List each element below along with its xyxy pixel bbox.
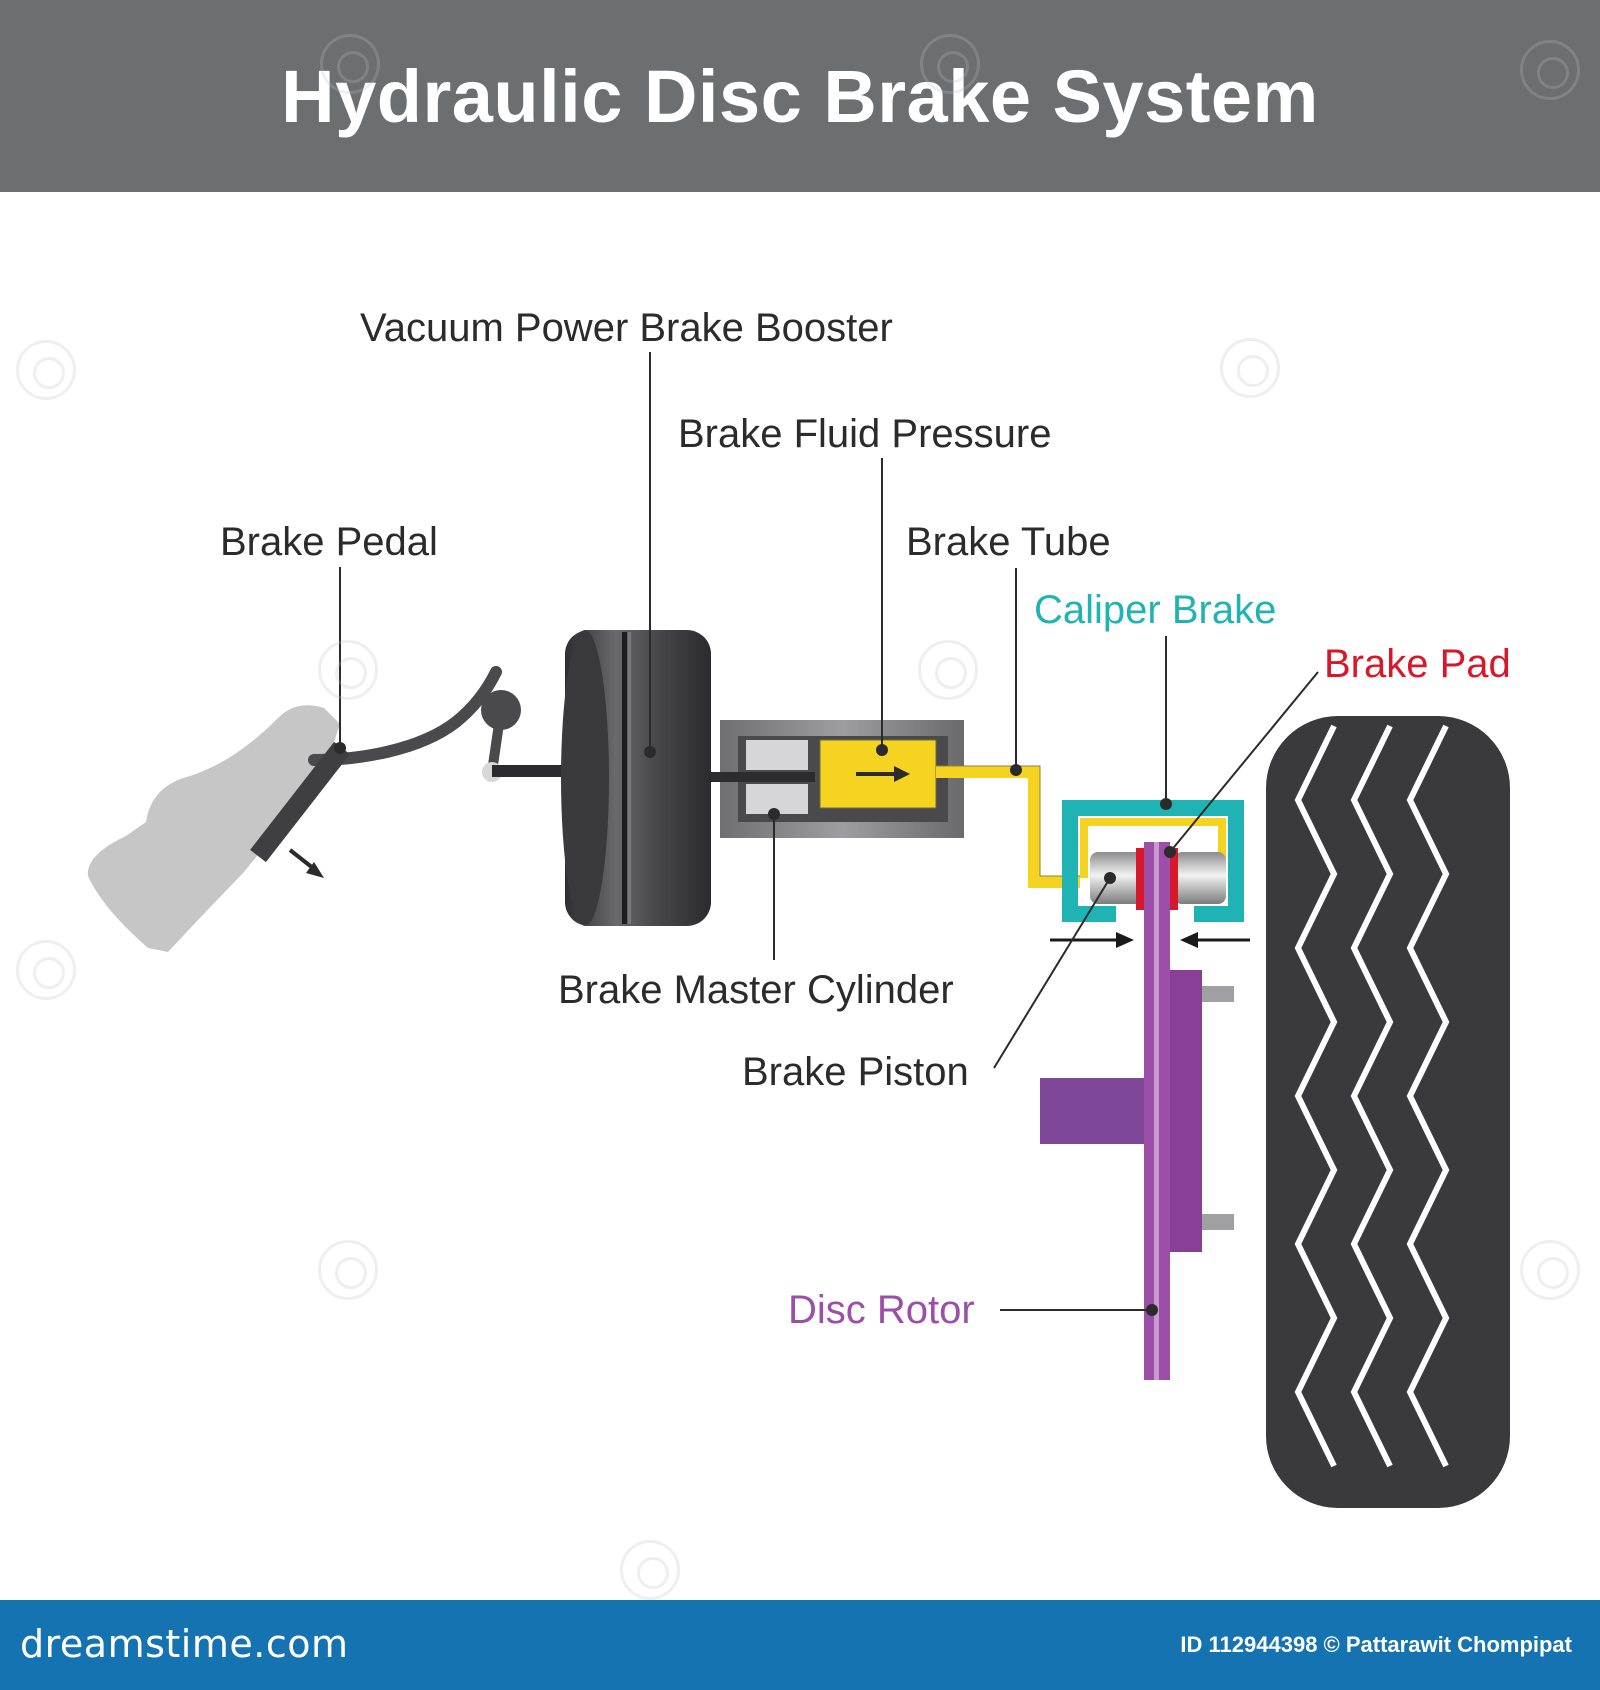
leader-dots — [334, 742, 1176, 1316]
rotor-hat — [1170, 970, 1202, 1252]
clamp-arrow-left-head — [1116, 932, 1134, 948]
rotor-highlight — [1154, 842, 1159, 1380]
tire-groove-3 — [1406, 724, 1450, 1468]
watermark-swirl-icon — [1520, 1240, 1580, 1300]
label-brake-pedal: Brake Pedal — [220, 520, 438, 564]
caliper-piston-right — [1174, 852, 1226, 904]
master-piston-rod — [711, 772, 815, 782]
footer-credit: ID 112944398 © Pattarawit Chompipat — [1180, 1632, 1572, 1657]
watermark-swirl-icon — [918, 640, 978, 700]
tire-groove-2 — [1350, 724, 1394, 1468]
label-brake-master-cylinder: Brake Master Cylinder — [558, 968, 954, 1012]
brake-pad-right — [1170, 848, 1178, 910]
foot-shoe-icon — [87, 705, 341, 952]
tire-groove-1 — [1294, 724, 1338, 1468]
brake-pad-left — [1136, 848, 1144, 910]
pedal-link — [487, 709, 506, 773]
watermark-swirl-icon — [16, 940, 76, 1000]
label-disc-rotor: Disc Rotor — [788, 1288, 975, 1332]
watermark-swirl-icon — [920, 34, 980, 94]
fluid-arrow-head — [894, 766, 910, 782]
watermark-swirl-icon — [620, 1540, 680, 1600]
booster-seam — [622, 632, 627, 924]
label-vacuum-booster: Vacuum Power Brake Booster — [360, 306, 893, 350]
booster-seam-highlight — [628, 632, 631, 924]
watermark-swirl-icon — [318, 640, 378, 700]
clamp-arrow-right-head — [1180, 932, 1198, 948]
brake-tube-outline — [936, 765, 1080, 877]
caliper-piston-left — [1090, 852, 1144, 904]
wheel-stud-bottom — [1202, 1214, 1234, 1230]
footer-bar: dreamstime.com ID 112944398 © Pattarawit… — [0, 1600, 1600, 1690]
pedal-arm — [308, 666, 502, 766]
diagram-title: Hydraulic Disc Brake System — [281, 54, 1319, 138]
title-banner: Hydraulic Disc Brake System — [0, 0, 1600, 192]
watermark-swirl-icon — [318, 1240, 378, 1300]
label-brake-piston: Brake Piston — [742, 1050, 969, 1094]
watermark-swirl-icon — [320, 34, 380, 94]
push-rod — [492, 765, 570, 777]
footer-site-name[interactable]: dreamstime.com — [20, 1622, 349, 1666]
label-brake-tube: Brake Tube — [906, 520, 1111, 564]
label-caliper-brake: Caliper Brake — [1034, 588, 1277, 632]
master-piston-top — [746, 740, 808, 770]
label-brake-fluid-pressure: Brake Fluid Pressure — [678, 412, 1052, 456]
wheel-stud-top — [1202, 986, 1234, 1002]
watermark-swirl-icon — [16, 340, 76, 400]
watermark-swirl-icon — [1520, 40, 1580, 100]
brake-tube — [936, 766, 1080, 888]
label-brake-pad: Brake Pad — [1324, 642, 1511, 686]
hub-axle — [1040, 1078, 1144, 1144]
caliper-body — [1062, 800, 1244, 922]
watermark-swirl-icon — [1220, 338, 1280, 398]
caliper-fluid-passage — [1080, 818, 1226, 878]
brake-pedal-pad — [250, 741, 350, 863]
booster-face — [561, 630, 609, 926]
brake-diagram — [87, 352, 1510, 1508]
pedal-arrow-head — [306, 862, 324, 878]
leader-lines — [339, 352, 1319, 1311]
